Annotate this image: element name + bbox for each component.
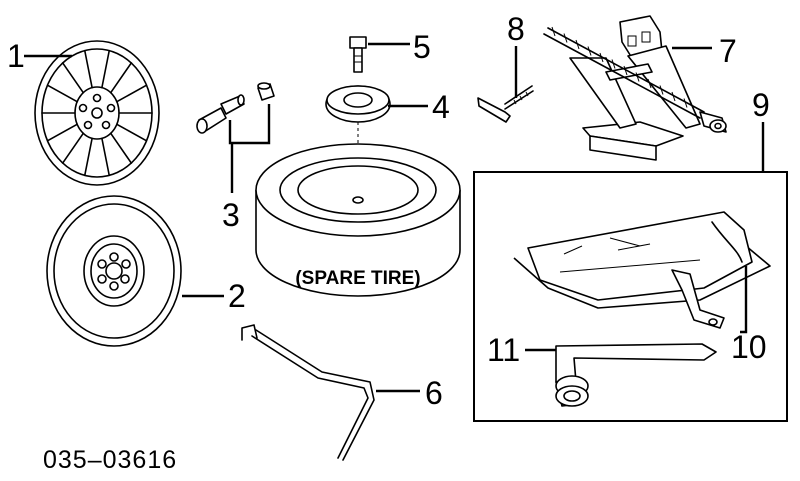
wheel-spoke — [109, 132, 133, 164]
wheel-spoke — [83, 49, 93, 89]
screw-thread — [623, 65, 628, 76]
jack-screw-threads — [551, 26, 688, 108]
callout-3: 3 — [222, 197, 240, 233]
alloy-wheel — [34, 40, 160, 186]
steel-wheel — [46, 195, 182, 347]
callout-7: 7 — [719, 33, 737, 69]
jack-pin — [477, 46, 534, 123]
callout-2: 2 — [228, 278, 246, 314]
callout-9: 9 — [752, 87, 770, 123]
wheel-spoke — [46, 123, 78, 142]
hold-down-bolt — [349, 36, 410, 73]
screw-thread — [575, 39, 580, 50]
diagram-code: 035–03616 — [43, 446, 177, 474]
screw-thread — [683, 98, 688, 108]
spare-tire: (SPARE TIRE) — [255, 143, 461, 297]
callout-11: 11 — [487, 332, 520, 368]
wheel-spokes — [41, 49, 153, 177]
screw-thread — [647, 78, 652, 89]
screw-thread — [599, 52, 604, 63]
screw-thread — [611, 59, 616, 69]
wheel-spoke — [116, 123, 148, 142]
screw-thread — [659, 85, 664, 95]
valve-stem — [196, 82, 275, 193]
wheel-spoke — [46, 84, 78, 103]
screw-thread — [587, 46, 592, 56]
screw-thread — [635, 72, 640, 82]
wheel-spoke — [83, 137, 93, 177]
callout-6: 6 — [425, 375, 443, 411]
tool-bag — [513, 211, 771, 334]
hold-down-nut — [325, 85, 428, 200]
callout-8: 8 — [507, 11, 525, 47]
callout-5: 5 — [413, 29, 431, 65]
lug-wrench — [525, 343, 717, 407]
wheel-spoke — [101, 137, 111, 177]
screw-thread — [671, 91, 676, 102]
wheel-spoke — [116, 84, 148, 103]
wheel-spoke — [61, 132, 85, 164]
screw-thread — [551, 26, 556, 37]
scissor-jack — [543, 15, 727, 161]
callout-1: 1 — [7, 38, 25, 74]
tool-kit-box — [473, 122, 788, 422]
wheel-spoke — [101, 49, 111, 89]
callout-4: 4 — [432, 89, 450, 125]
wheel-spoke — [61, 62, 85, 94]
jack-handle — [241, 324, 420, 461]
wheel-spoke — [109, 62, 133, 94]
screw-thread — [563, 33, 568, 43]
spare-tire-label: (SPARE TIRE) — [295, 268, 420, 289]
callout-10: 10 — [731, 329, 767, 365]
